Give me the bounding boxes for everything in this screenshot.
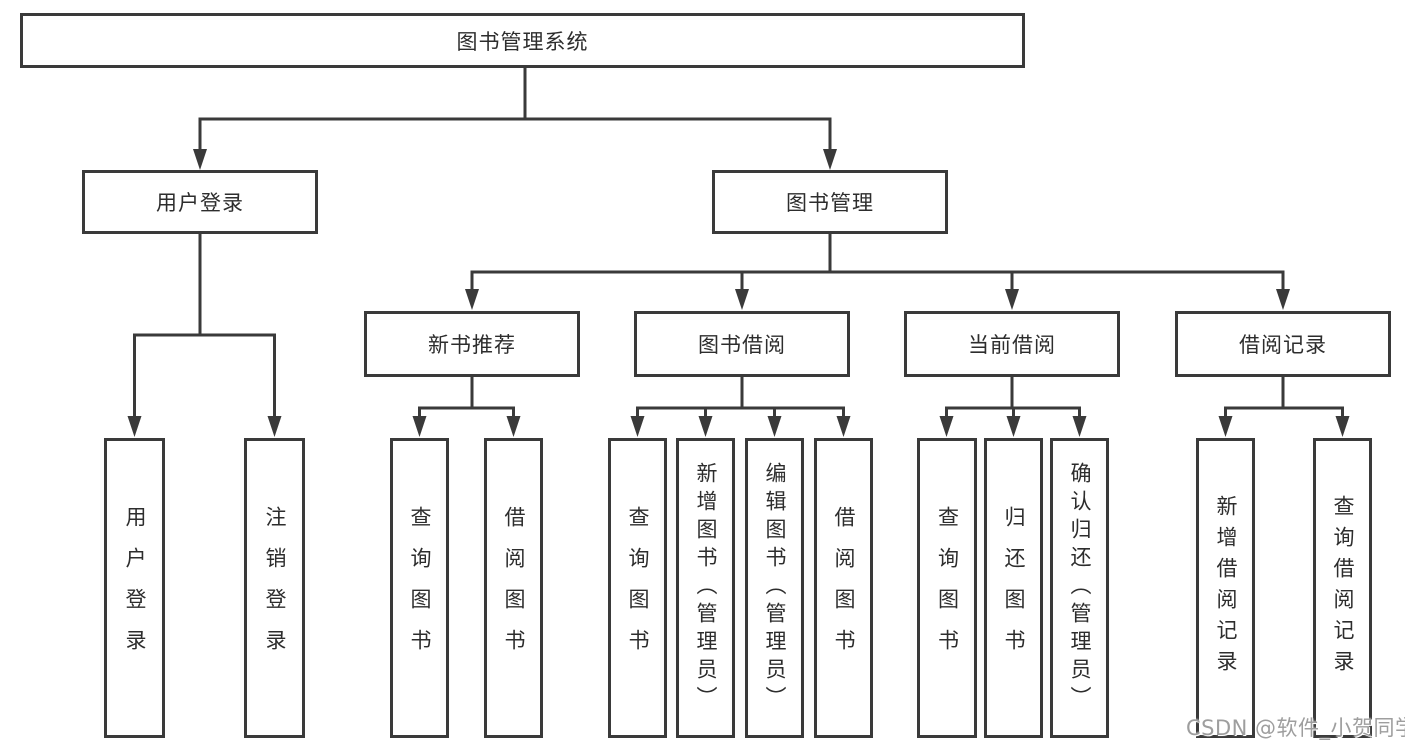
arrow-down-icon bbox=[465, 289, 479, 310]
connector-borrow-records bbox=[1218, 375, 1350, 437]
connector-book-borrow bbox=[630, 375, 851, 437]
node-root: 图书管理系统 bbox=[20, 13, 1025, 68]
arrow-down-icon bbox=[630, 416, 645, 437]
leaf-query-borrow-record: 查询借阅记录 bbox=[1313, 438, 1372, 738]
connector-path bbox=[470, 232, 1285, 292]
leaf-edit-books-admin: 编辑图书（管理员） bbox=[745, 438, 804, 738]
leaf-label: 查询图书 bbox=[935, 506, 960, 670]
arrow-down-icon bbox=[412, 416, 427, 437]
leaf-label: 查询借阅记录 bbox=[1331, 495, 1355, 681]
leaf-return-books: 归还图书 bbox=[984, 438, 1043, 738]
leaf-query-books-borrow: 查询图书 bbox=[608, 438, 667, 738]
leaf-user-login: 用户登录 bbox=[104, 438, 165, 738]
leaf-borrow-books-recommend: 借阅图书 bbox=[484, 438, 543, 738]
connector-path bbox=[636, 375, 845, 419]
connector-user-login bbox=[127, 232, 282, 437]
leaf-label: 新增图书（管理员） bbox=[694, 462, 718, 714]
connector-new-book-recommend bbox=[412, 375, 521, 437]
connector-book-management bbox=[465, 232, 1290, 310]
arrow-down-icon bbox=[127, 416, 142, 437]
arrow-down-icon bbox=[836, 416, 851, 437]
leaf-label: 归还图书 bbox=[1002, 506, 1026, 670]
node-user-login: 用户登录 bbox=[82, 170, 318, 234]
connector-current-borrow bbox=[939, 375, 1087, 437]
arrow-down-icon bbox=[506, 416, 521, 437]
leaf-label: 编辑图书（管理员） bbox=[763, 462, 787, 714]
node-label: 当前借阅 bbox=[968, 333, 1056, 357]
leaf-label: 确认归还（管理员） bbox=[1068, 462, 1092, 714]
connector-path bbox=[133, 232, 276, 419]
arrow-down-icon bbox=[939, 416, 954, 437]
arrow-down-icon bbox=[1005, 289, 1019, 310]
connector-path bbox=[945, 375, 1081, 419]
node-current-borrow: 当前借阅 bbox=[904, 311, 1120, 377]
arrow-down-icon bbox=[193, 149, 207, 170]
watermark: CSDN @软件_小贺同学 bbox=[1186, 716, 1405, 740]
arrow-down-icon bbox=[698, 416, 713, 437]
arrow-down-icon bbox=[823, 149, 837, 170]
node-book-borrow: 图书借阅 bbox=[634, 311, 850, 377]
arrow-down-icon bbox=[267, 416, 282, 437]
leaf-add-borrow-record: 新增借阅记录 bbox=[1196, 438, 1255, 738]
arrow-down-icon bbox=[1006, 416, 1021, 437]
node-label: 新书推荐 bbox=[428, 333, 516, 357]
arrow-down-icon bbox=[1218, 416, 1233, 437]
arrow-down-icon bbox=[767, 416, 782, 437]
node-label: 用户登录 bbox=[156, 191, 244, 215]
node-label: 图书管理系统 bbox=[456, 29, 589, 54]
connector-path bbox=[198, 66, 832, 152]
arrow-down-icon bbox=[1335, 416, 1350, 437]
node-label: 图书管理 bbox=[786, 191, 874, 215]
leaf-label: 用户登录 bbox=[123, 506, 147, 670]
connector-path bbox=[418, 375, 515, 419]
leaf-label: 注销登录 bbox=[263, 506, 287, 670]
connector-root bbox=[193, 66, 837, 170]
leaf-label: 查询图书 bbox=[408, 506, 432, 670]
arrow-down-icon bbox=[735, 289, 749, 310]
connector-path bbox=[1224, 375, 1344, 419]
node-new-book-recommend: 新书推荐 bbox=[364, 311, 580, 377]
leaf-label: 查询图书 bbox=[626, 506, 650, 670]
node-book-management: 图书管理 bbox=[712, 170, 948, 234]
node-borrow-records: 借阅记录 bbox=[1175, 311, 1391, 377]
node-label: 图书借阅 bbox=[698, 333, 786, 357]
leaf-add-books-admin: 新增图书（管理员） bbox=[676, 438, 735, 738]
leaf-label: 新增借阅记录 bbox=[1214, 495, 1238, 681]
leaf-borrow-books: 借阅图书 bbox=[814, 438, 873, 738]
arrow-down-icon bbox=[1276, 289, 1290, 310]
leaf-confirm-return-admin: 确认归还（管理员） bbox=[1050, 438, 1109, 738]
leaf-label: 借阅图书 bbox=[502, 506, 526, 670]
leaf-query-books-recommend: 查询图书 bbox=[390, 438, 449, 738]
leaf-logout: 注销登录 bbox=[244, 438, 305, 738]
arrow-down-icon bbox=[1072, 416, 1087, 437]
leaf-label: 借阅图书 bbox=[832, 506, 856, 670]
node-label: 借阅记录 bbox=[1239, 333, 1327, 357]
leaf-query-books-current: 查询图书 bbox=[917, 438, 977, 738]
